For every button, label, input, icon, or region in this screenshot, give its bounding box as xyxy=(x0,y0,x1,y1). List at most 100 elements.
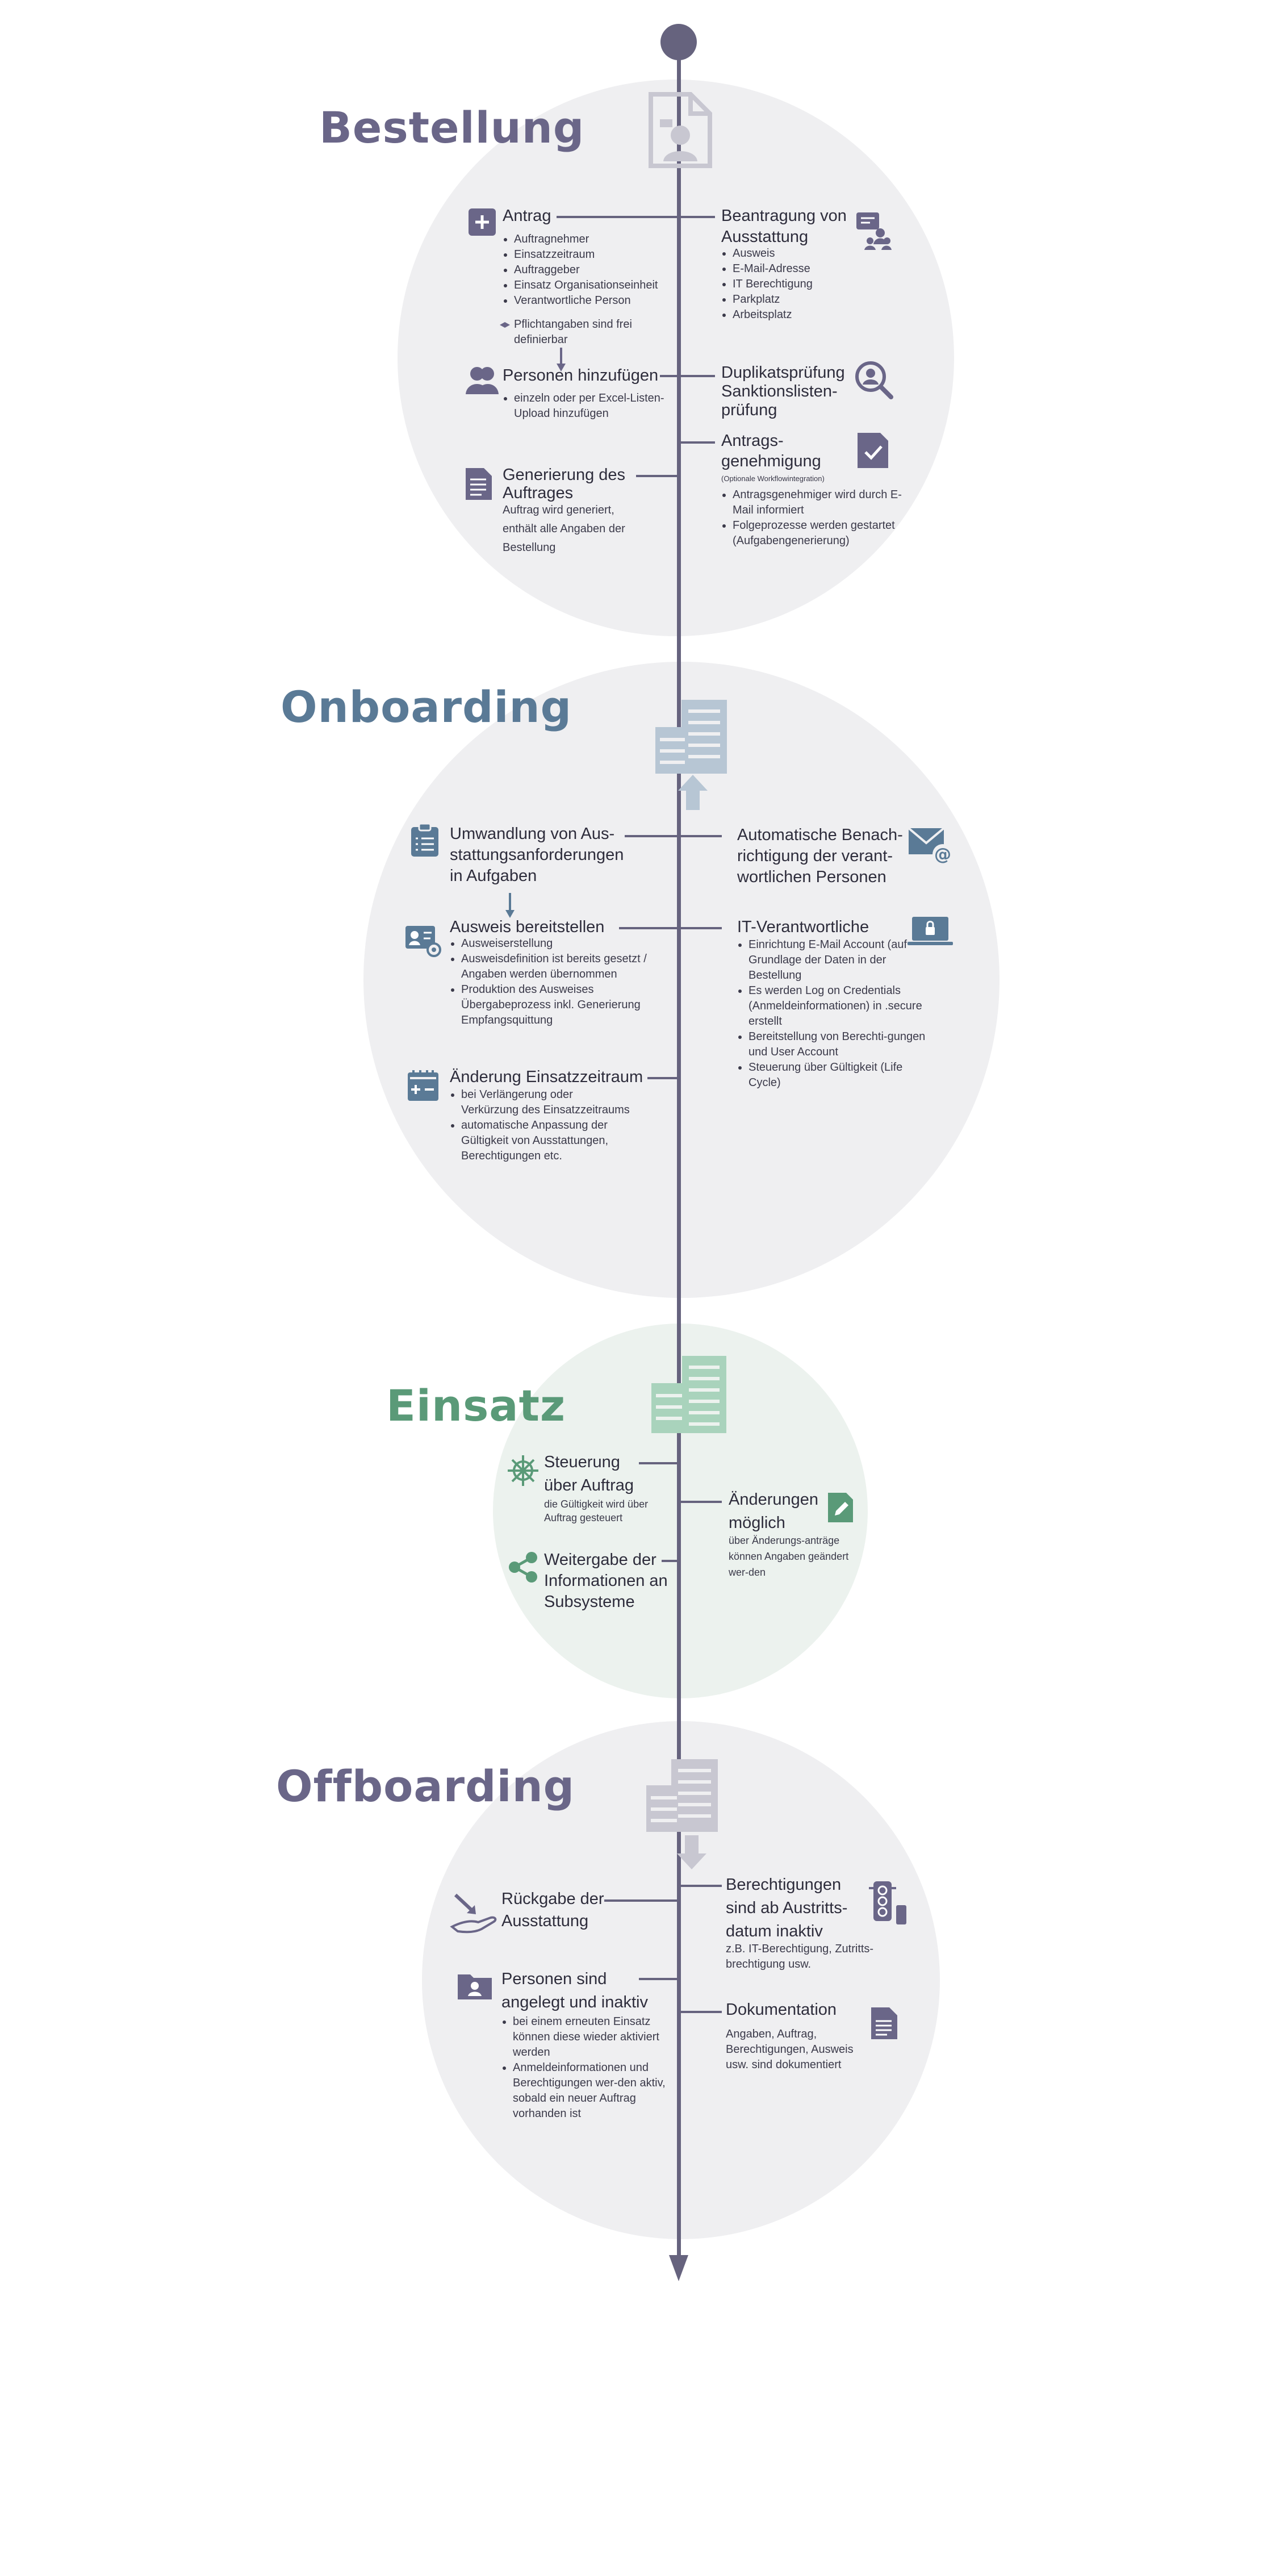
phase-title-bestellung: Bestellung xyxy=(319,102,585,153)
building-icon xyxy=(650,1355,727,1434)
add-document-icon xyxy=(467,207,497,237)
phase-title-onboarding: Onboarding xyxy=(281,682,572,732)
list-item: Steuerung über Gültigkeit (Life Cycle) xyxy=(748,1060,930,1091)
list-item: Anmeldeinformationen und Berechtigungen … xyxy=(513,2060,672,2122)
genehmigung-connector xyxy=(681,441,715,444)
rueckgabe-title: Rückgabe der Ausstattung xyxy=(501,1890,604,1930)
steuerung-sub: die Gültigkeit wird über Auftrag gesteue… xyxy=(544,1498,649,1523)
personen-connector xyxy=(660,375,677,377)
document-list-icon xyxy=(465,467,493,501)
list-item: Bereitstellung von Berechti-gungen und U… xyxy=(748,1029,930,1060)
down-arrow-icon xyxy=(505,893,515,918)
calendar-edit-icon xyxy=(407,1069,440,1102)
person-search-icon xyxy=(854,360,893,399)
berechtigungen-connector xyxy=(681,1885,722,1887)
list-item: Ausweis xyxy=(733,246,858,261)
weitergabe-title: Weitergabe der Informationen an Subsyste… xyxy=(544,1551,668,1611)
list-item: Parkplatz xyxy=(733,292,858,307)
document-icon xyxy=(870,2006,898,2040)
weitergabe-connector xyxy=(662,1560,677,1562)
list-item: Einsatz Organisationseinheit xyxy=(514,278,696,293)
clipboard-list-icon xyxy=(410,823,440,858)
benachrichtigung-connector xyxy=(681,835,722,837)
genehmigung-title: Antrags-genehmigung xyxy=(721,432,821,470)
list-item: Einsatzzeitraum xyxy=(514,247,696,262)
ausweis-bullets: Ausweiserstellung Ausweisdefinition ist … xyxy=(450,936,660,1028)
aenderung-bullets: bei Verlängerung oder Verkürzung des Ein… xyxy=(450,1087,632,1164)
people-icon xyxy=(465,364,500,395)
beantragung-title: Beantragung von Ausstattung xyxy=(721,207,847,246)
personen-angelegt-title: Personen sind angelegt und inaktiv xyxy=(501,1970,648,2011)
list-item: Folgeprozesse werden gestartet (Aufgaben… xyxy=(733,518,903,549)
itv-bullets: Einrichtung E-Mail Account (auf Grundlag… xyxy=(737,937,930,1091)
laptop-lock-icon xyxy=(908,916,953,947)
aenderungen-title: Änderungen möglich xyxy=(729,1491,819,1532)
dokumentation-connector xyxy=(681,2011,722,2013)
antrag-bullets: Auftragnehmer Einsatzzeitraum Auftraggeb… xyxy=(503,232,696,308)
ausweis-title: Ausweis bereitstellen xyxy=(450,918,605,936)
list-item: bei Verlängerung oder Verkürzung des Ein… xyxy=(461,1087,632,1118)
hand-return-icon xyxy=(450,1890,501,1935)
list-item: einzeln oder per Excel-Listen-Upload hin… xyxy=(514,391,673,421)
duplikat-title: Duplikatsprüfung Sanktionslisten-prüfung xyxy=(721,364,845,419)
rueckgabe-connector xyxy=(604,1899,677,1902)
list-item: Antragsgenehmiger wird durch E-Mail info… xyxy=(733,487,903,518)
dokumentation-sub: Angaben, Auftrag, Berechtigungen, Auswei… xyxy=(726,2028,854,2071)
edit-document-icon xyxy=(827,1492,854,1523)
benachrichtigung-title: Automatische Benach-richtigung der veran… xyxy=(737,826,903,886)
genehmigung-note: (Optionale Workflowintegration) xyxy=(721,474,825,483)
list-item: Produktion des Ausweises Übergabeprozess… xyxy=(461,982,660,1028)
bestellung-circle xyxy=(398,80,954,636)
list-item: Ausweiserstellung xyxy=(461,936,660,951)
aenderungen-connector xyxy=(681,1501,722,1503)
svg-text:@: @ xyxy=(934,845,951,865)
list-item: Auftraggeber xyxy=(514,262,696,278)
duplikat-connector xyxy=(681,375,715,377)
itv-title: IT-Verantwortliche xyxy=(737,918,869,936)
berechtigungen-title: Berechtigungen sind ab Austritts-datum i… xyxy=(726,1876,848,1940)
share-icon xyxy=(507,1551,540,1584)
list-item: IT Berechtigung xyxy=(733,277,858,292)
personen-title: Personen hinzufügen xyxy=(503,366,659,385)
list-item: bei einem erneuten Einsatz können diese … xyxy=(513,2014,672,2060)
traffic-light-icon xyxy=(869,1880,909,1926)
antrag-note: Pflichtangaben sind frei definierbar xyxy=(514,318,632,346)
ship-wheel-icon xyxy=(507,1454,540,1487)
timeline-line xyxy=(677,51,681,2266)
itv-connector xyxy=(681,927,722,929)
list-item: E-Mail-Adresse xyxy=(733,261,858,277)
id-card-gear-icon xyxy=(404,924,443,959)
aenderung-connector xyxy=(647,1077,677,1079)
berechtigungen-sub: z.B. IT-Berechtigung, Zutritts-brechtigu… xyxy=(726,1943,874,1970)
list-item: Auftragnehmer xyxy=(514,232,696,247)
list-item: Arbeitsplatz xyxy=(733,307,858,323)
phase-title-einsatz: Einsatz xyxy=(386,1380,566,1431)
phase-title-offboarding: Offboarding xyxy=(276,1761,575,1811)
list-item: Einrichtung E-Mail Account (auf Grundlag… xyxy=(748,937,930,983)
antrag-connector xyxy=(557,216,677,218)
timeline-arrow xyxy=(669,2255,688,2281)
note-marker-icon xyxy=(500,322,510,328)
person-folder-icon xyxy=(457,1970,493,2001)
personen-bullets: einzeln oder per Excel-Listen-Upload hin… xyxy=(503,391,673,421)
steuerung-connector xyxy=(639,1462,677,1464)
approved-document-icon xyxy=(856,432,889,469)
email-at-icon: @ xyxy=(908,827,955,867)
generierung-sub: Auftrag wird generiert, enthält alle Ang… xyxy=(503,504,625,554)
list-item: Verantwortliche Person xyxy=(514,293,696,308)
building-arrow-up-icon xyxy=(653,699,733,812)
personen-angelegt-connector xyxy=(639,1978,677,1980)
down-arrow-icon xyxy=(557,348,566,371)
building-arrow-down-icon xyxy=(645,1758,725,1872)
umwandlung-connector xyxy=(625,835,677,837)
group-presentation-icon xyxy=(855,211,892,251)
antrag-title: Antrag xyxy=(503,207,551,225)
aenderung-title: Änderung Einsatzzeitraum xyxy=(450,1068,643,1086)
aenderungen-sub: über Änderungs-anträge können Angaben ge… xyxy=(729,1535,849,1578)
personen-angelegt-bullets: bei einem erneuten Einsatz können diese … xyxy=(501,2014,672,2122)
list-item: automatische Anpassung der Gültigkeit vo… xyxy=(461,1118,632,1164)
beantragung-bullets: Ausweis E-Mail-Adresse IT Berechtigung P… xyxy=(721,246,858,323)
list-item: Es werden Log on Credentials (Anmeldeinf… xyxy=(748,983,930,1029)
generierung-title: Generierung des Auftrages xyxy=(503,466,626,502)
dokumentation-title: Dokumentation xyxy=(726,2001,837,2019)
